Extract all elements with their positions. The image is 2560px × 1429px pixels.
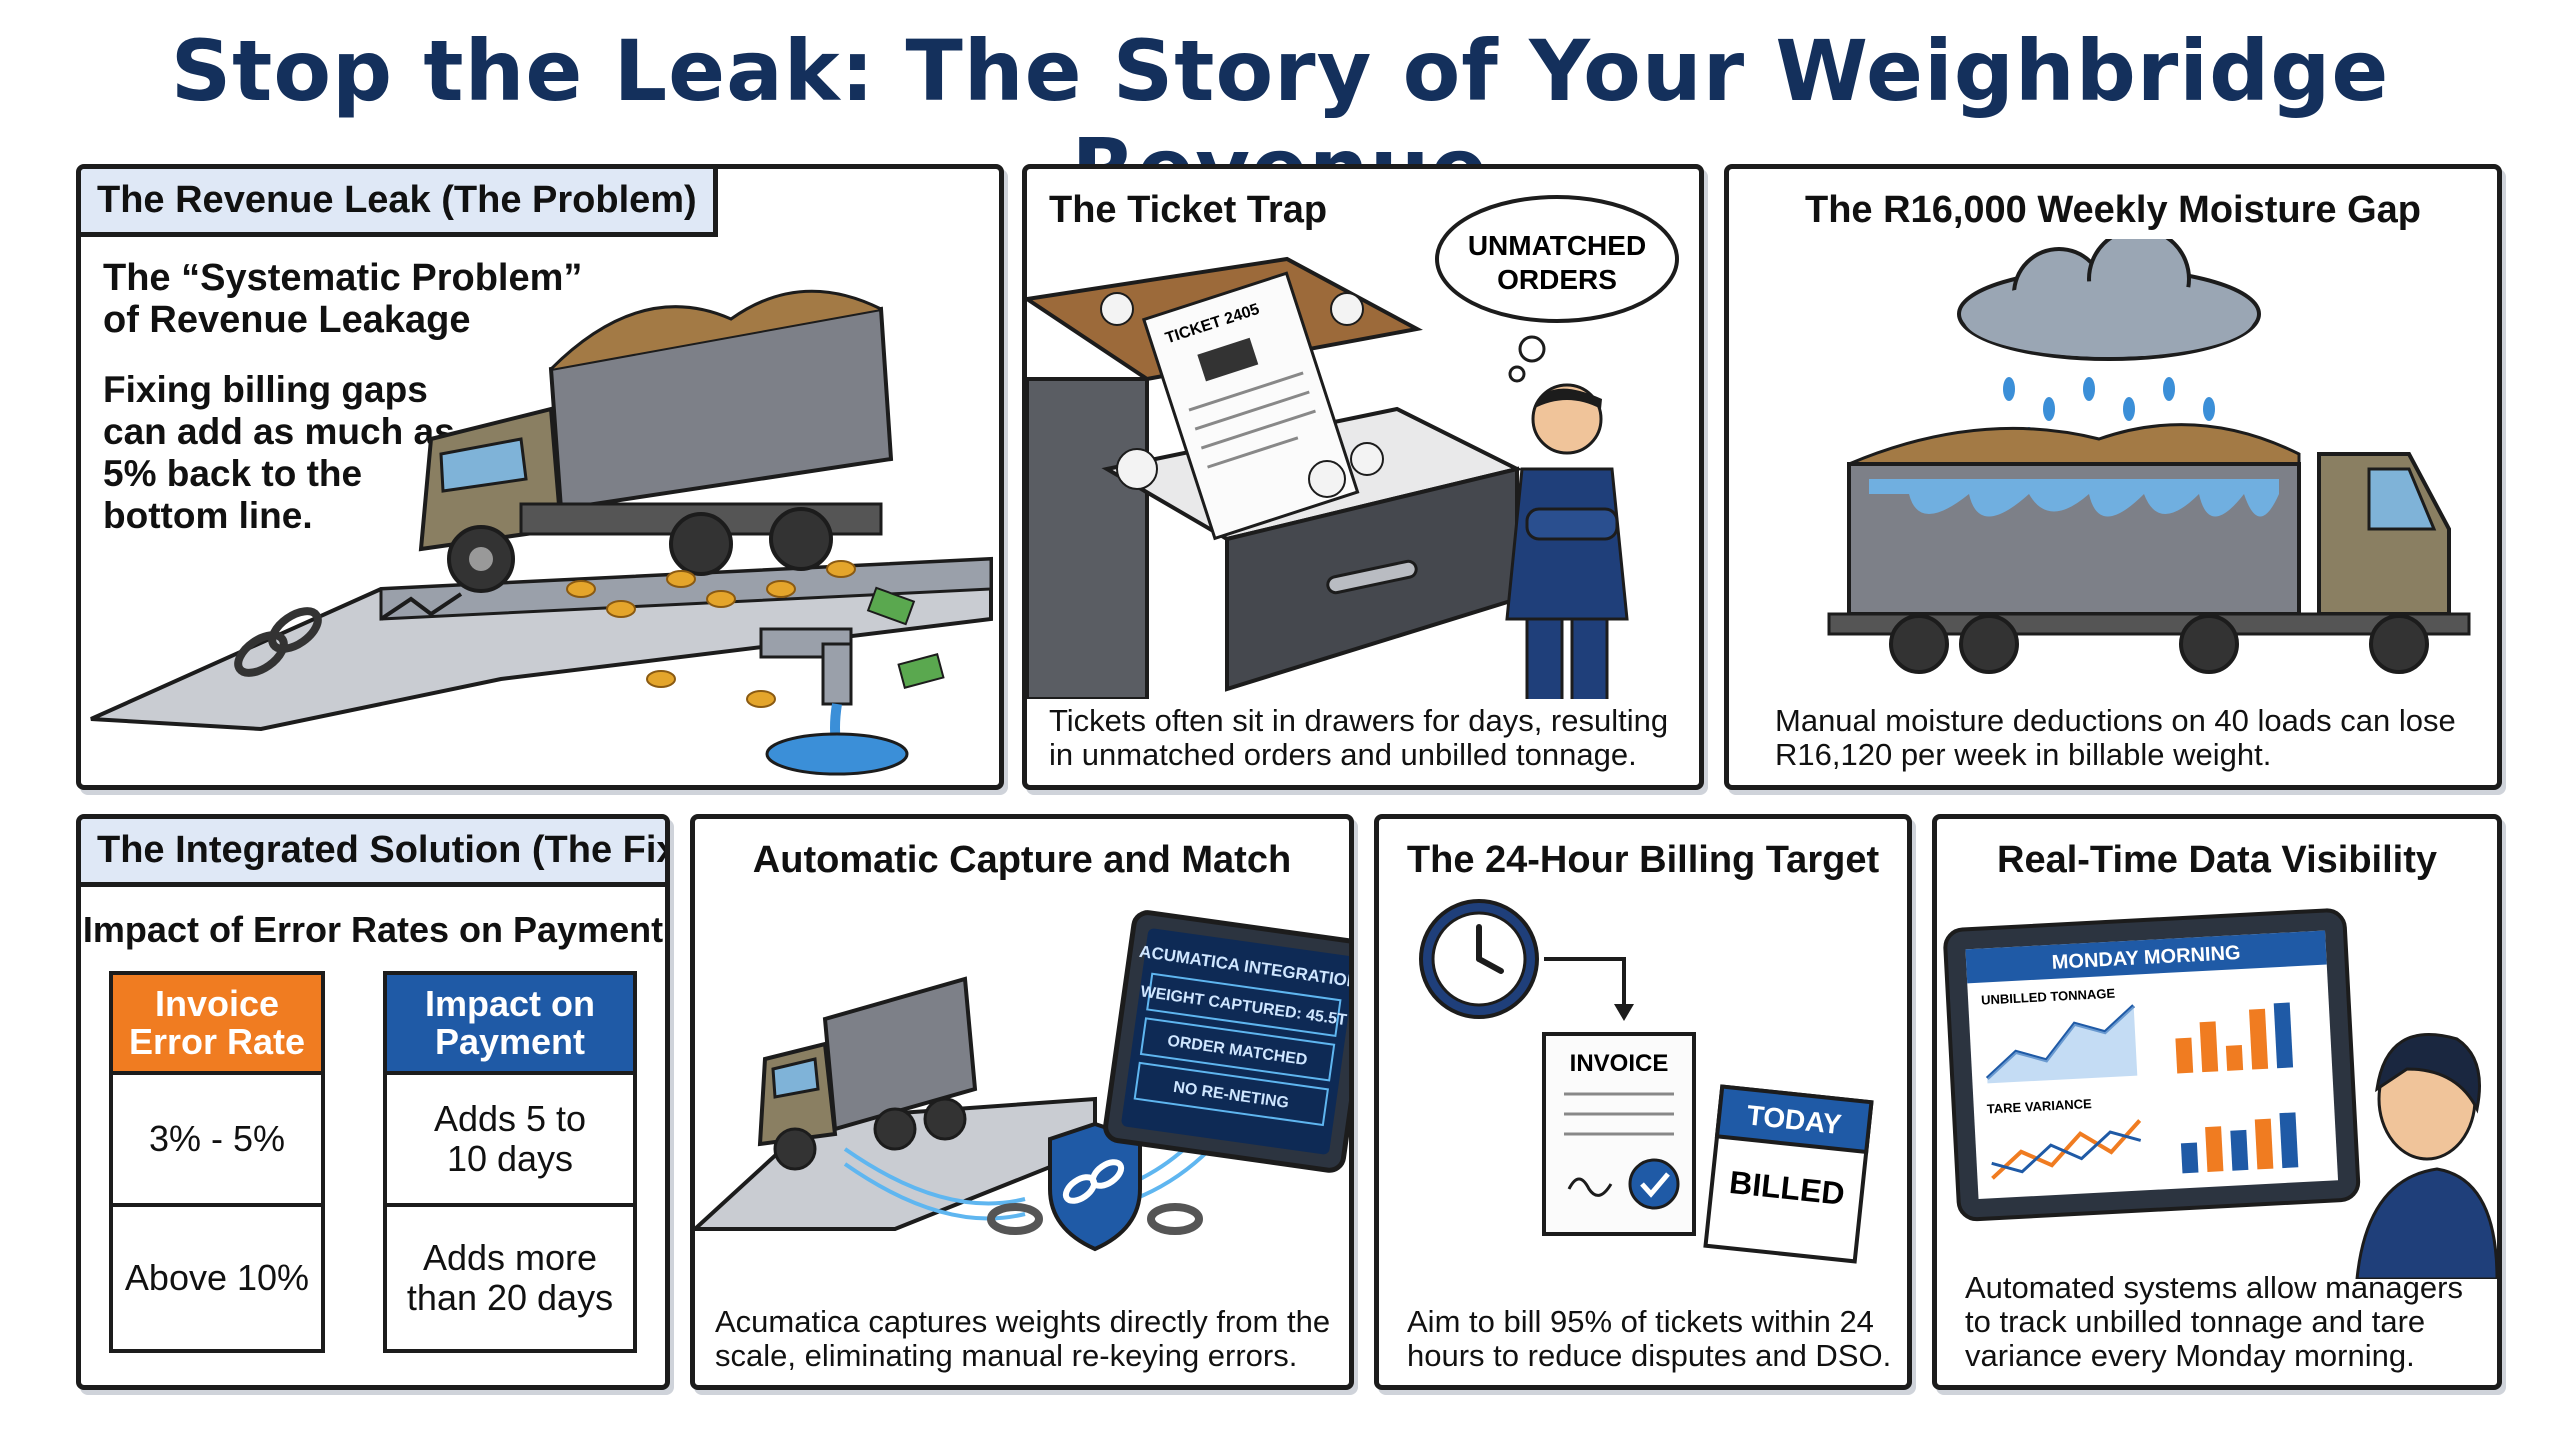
integration-illustration: ACUMATICA INTEGRATION WEIGHT CAPTURED: 4… bbox=[695, 910, 1349, 1252]
panel-tag: The Revenue Leak (The Problem) bbox=[81, 169, 718, 237]
panel-billing-target: The 24-Hour Billing Target INVOICE TODAY bbox=[1374, 814, 1912, 1390]
checkmark-icon bbox=[1628, 1158, 1680, 1210]
crumpled-paper-icon bbox=[1100, 292, 1384, 498]
table-cell-error-rate: Above 10% bbox=[109, 1203, 325, 1353]
panel-tag: The Integrated Solution (The Fix) bbox=[81, 819, 665, 887]
crack-icon bbox=[379, 592, 463, 621]
panel-title: The 24-Hour Billing Target bbox=[1406, 839, 1880, 881]
panel-title: Automatic Capture and Match bbox=[752, 839, 1292, 881]
moisture-caption: Manual moisture deductions on 40 loads c… bbox=[1775, 703, 2456, 772]
leak-heading: The “Systematic Problem” of Revenue Leak… bbox=[103, 257, 583, 341]
panel-visibility: Real-Time Data Visibility MONDAY MORNING… bbox=[1932, 814, 2502, 1390]
frustrated-manager-icon bbox=[1505, 383, 1629, 699]
invoice-icon: INVOICE bbox=[1542, 1032, 1696, 1236]
banknote-icon bbox=[897, 653, 945, 689]
broken-chain-icon bbox=[234, 607, 322, 677]
panel-auto-capture: Automatic Capture and Match bbox=[690, 814, 1354, 1390]
truck-icon bbox=[1827, 423, 2471, 674]
ticket-caption: Tickets often sit in drawers for days, r… bbox=[1049, 703, 1669, 772]
wet-truck-illustration bbox=[1827, 239, 2471, 674]
leak-body: Fixing billing gaps can add as much as 5… bbox=[103, 369, 455, 536]
billing-illustration: INVOICE TODAY BILLED bbox=[1419, 899, 1874, 1264]
panel-integrated-solution: The Integrated Solution (The Fix) Impact… bbox=[76, 814, 670, 1390]
truck-icon bbox=[757, 976, 978, 1171]
dashboard-illustration: MONDAY MORNING UNBILLED TONNAGE TARE VAR… bbox=[1943, 908, 2497, 1279]
table-header-error-rate: Invoice Error Rate bbox=[109, 971, 325, 1071]
table-header-impact: Impact on Payment bbox=[383, 971, 637, 1071]
drawer-illustration: TICKET 2405 UNMATCHED ORDERS bbox=[1027, 195, 1679, 699]
table-subtitle: Impact of Error Rates on Payment bbox=[82, 909, 664, 950]
table-cell-error-rate: 3% - 5% bbox=[109, 1071, 325, 1207]
capture-caption: Acumatica captures weights directly from… bbox=[715, 1304, 1331, 1373]
panel-revenue-leak: The Revenue Leak (The Problem) The “Syst… bbox=[76, 164, 1004, 790]
svg-text:TARE VARIANCE: TARE VARIANCE bbox=[1986, 1096, 2092, 1116]
panel-title: The R16,000 Weekly Moisture Gap bbox=[1805, 189, 2421, 231]
svg-text:UNMATCHED: UNMATCHED bbox=[1468, 230, 1646, 261]
clock-icon bbox=[1419, 899, 1539, 1019]
thought-bubble: UNMATCHED ORDERS bbox=[1435, 195, 1679, 383]
table-cell-impact: Adds 5 to 10 days bbox=[383, 1071, 637, 1207]
svg-text:UNBILLED TONNAGE: UNBILLED TONNAGE bbox=[1981, 986, 2116, 1008]
panel-title: The Ticket Trap bbox=[1049, 189, 1328, 231]
manager-avatar bbox=[2355, 1033, 2497, 1279]
banknote-icon bbox=[866, 586, 916, 626]
ticket-icon: TICKET 2405 bbox=[1141, 271, 1360, 541]
truck-icon bbox=[418, 289, 894, 593]
visibility-caption: Automated systems allow managers to trac… bbox=[1965, 1270, 2463, 1373]
secure-link-icon bbox=[987, 1121, 1203, 1252]
svg-text:ORDERS: ORDERS bbox=[1497, 264, 1617, 295]
panel-title: Real-Time Data Visibility bbox=[1997, 839, 2437, 881]
svg-text:INVOICE: INVOICE bbox=[1570, 1050, 1669, 1077]
calendar-icon: TODAY BILLED bbox=[1703, 1084, 1874, 1264]
leaking-truck-illustration bbox=[90, 289, 993, 776]
leaking-pipe-icon bbox=[759, 627, 909, 776]
panel-ticket-trap: The Ticket Trap TICKET 2405 bbox=[1022, 164, 1704, 790]
billing-caption: Aim to bill 95% of tickets within 24 hou… bbox=[1407, 1304, 1892, 1373]
monitor-icon: ACUMATICA INTEGRATION WEIGHT CAPTURED: 4… bbox=[1103, 910, 1349, 1173]
table-cell-impact: Adds more than 20 days bbox=[383, 1203, 637, 1353]
falling-coins-icon bbox=[566, 560, 856, 708]
rain-cloud-icon bbox=[1957, 239, 2261, 361]
panel-moisture-gap: The R16,000 Weekly Moisture Gap bbox=[1724, 164, 2502, 790]
arrow-icon bbox=[1544, 957, 1626, 1009]
tablet-icon: MONDAY MORNING UNBILLED TONNAGE TARE VAR… bbox=[1943, 908, 2361, 1222]
